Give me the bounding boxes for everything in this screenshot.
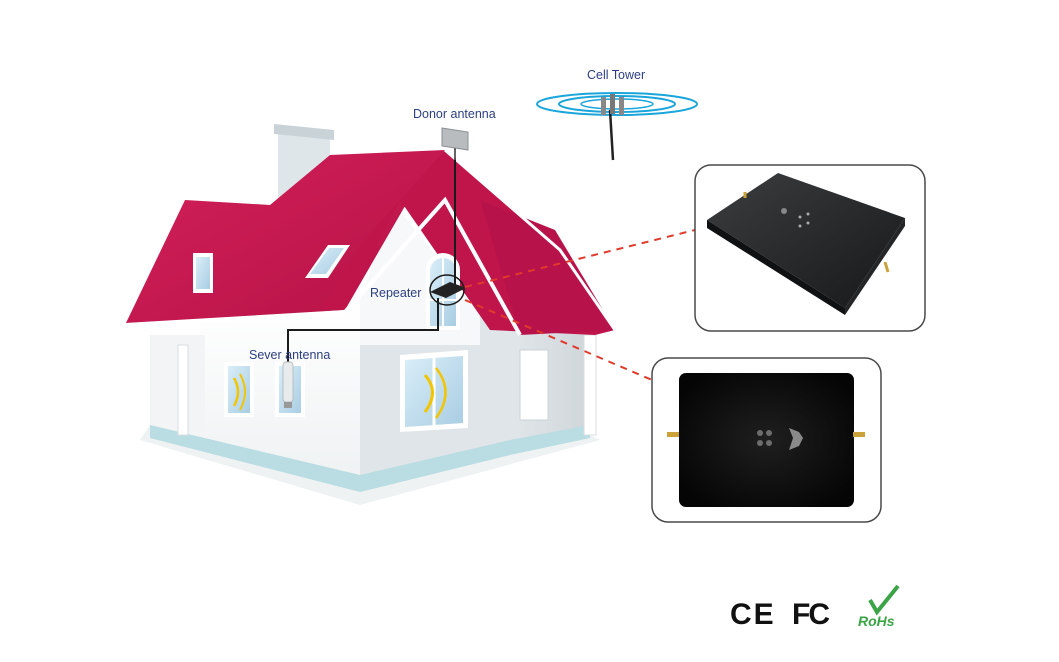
- signal-booster-device-front: [679, 373, 854, 507]
- roof-fascia: [124, 196, 522, 336]
- indoor-signal-arc-4: [434, 367, 447, 419]
- product-card-angled: [694, 164, 926, 332]
- indoor-signal-arc-1: [232, 377, 240, 407]
- cell-tower-icon: [536, 92, 698, 161]
- window-upper-left-glass: [196, 257, 210, 289]
- fcc-mark: FC: [792, 598, 830, 631]
- chimney-cap: [274, 124, 334, 140]
- server-antenna-icon: [282, 361, 294, 408]
- product-card-front: [651, 357, 882, 523]
- rohs-check-icon: [868, 584, 900, 616]
- cable-repeater-to-server: [287, 298, 439, 362]
- label-donor-antenna: Donor antenna: [413, 107, 496, 121]
- leader-line-top: [464, 229, 696, 288]
- label-repeater: Repeater: [370, 286, 422, 300]
- repeater-device-icon: [429, 274, 466, 306]
- label-server-antenna: Sever antenna: [249, 348, 331, 362]
- house-base-trim: [150, 425, 590, 492]
- porch-column-right: [583, 334, 597, 436]
- leader-line-bottom: [464, 299, 653, 381]
- porch-column-left: [177, 344, 189, 436]
- door-right-wing: [519, 349, 549, 421]
- roof-fascia-right: [444, 148, 617, 331]
- house-illustration: [124, 124, 617, 492]
- rohs-mark: RoHs: [858, 613, 895, 629]
- dormer-glass: [310, 248, 344, 274]
- indoor-signal-arc-3: [423, 374, 434, 413]
- label-cell-tower: Cell Tower: [587, 68, 646, 82]
- ce-mark: CE: [730, 598, 776, 631]
- indoor-signal-arc-2: [239, 373, 246, 411]
- signal-booster-device-top: [707, 173, 905, 308]
